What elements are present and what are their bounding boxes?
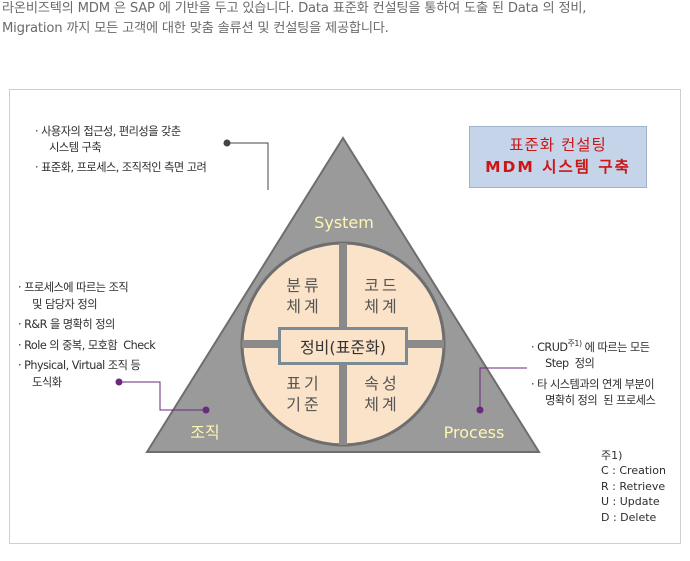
title-box-line-1: 표준화 컨설팅	[509, 136, 607, 154]
title-box-line-2: MDM 시스템 구축	[485, 158, 631, 176]
note-process-line: Step 정의	[539, 357, 595, 370]
connector-process-dot	[476, 406, 484, 414]
note-org-line: · R&R 을 명확히 정의	[18, 318, 115, 331]
label-process: Process	[444, 423, 505, 442]
legend-item: U : Update	[601, 495, 660, 509]
quadrant-attribute-l2: 체계	[364, 395, 399, 414]
connector-system-dot	[223, 139, 231, 147]
note-process: · CRUD주1) 에 따르는 모든 Step 정의 · 타 시스템과의 연계 …	[531, 339, 656, 409]
note-process-crud-line: · CRUD주1) 에 따르는 모든	[531, 339, 655, 356]
note-process-line: · 타 시스템과의 연계 부분이	[531, 378, 655, 391]
note-org-line: 도식화	[26, 375, 62, 389]
crud-prefix: · CRUD	[531, 341, 568, 354]
connector-process	[479, 367, 527, 410]
connector-org-dot-end	[202, 406, 210, 414]
center-box	[278, 327, 408, 365]
intro-text: 라온비즈텍의 MDM 은 SAP 에 기반을 두고 있습니다. Data 표준화…	[2, 0, 688, 39]
note-process-line: 명확히 정의 된 프로세스	[539, 394, 656, 407]
intro-line-2: Migration 까지 모든 고객에 대한 맞춤 솔류션 및 컨설팅을 제공합…	[2, 21, 389, 36]
crud-footnote-mark: 주1)	[567, 339, 583, 348]
crud-suffix: 에 따르는 모든	[581, 341, 650, 354]
quadrant-classification-l2: 체계	[286, 297, 321, 316]
note-system-line: · 사용자의 접근성, 편리성을 갖춘	[35, 125, 181, 138]
connector-system	[227, 142, 269, 190]
note-system-line: 시스템 구축	[43, 140, 102, 154]
legend-item: R : Retrieve	[601, 479, 666, 493]
connector-org	[119, 381, 206, 411]
title-box: 표준화 컨설팅 MDM 시스템 구축	[469, 126, 647, 188]
quadrant-classification-l1: 분류	[286, 276, 321, 295]
note-org-line: · Physical, Virtual 조직 등	[18, 359, 141, 372]
footnote-legend: 주1) C : Creation R : Retrieve U : Update…	[601, 448, 666, 525]
note-org-line: 및 담당자 정의	[26, 297, 97, 311]
quadrant-attribute-l1: 속성	[364, 374, 399, 393]
note-system: · 사용자의 접근성, 편리성을 갖춘 시스템 구축 · 표준화, 프로세스, …	[35, 124, 207, 176]
legend-item: C : Creation	[601, 464, 666, 478]
note-org-line: · 프로세스에 따르는 조직	[18, 281, 129, 294]
quadrant-notation-l1: 표기	[286, 374, 321, 393]
note-org-line: · Role 의 중복, 모호함 Check	[18, 338, 156, 352]
note-org: · 프로세스에 따르는 조직 및 담당자 정의 · R&R 을 명확히 정의 ·…	[18, 280, 156, 391]
label-org: 조직	[190, 423, 219, 442]
quadrant-code-l1: 코드	[364, 276, 399, 295]
note-system-line: · 표준화, 프로세스, 조직적인 측면 고려	[35, 161, 207, 174]
center-label: 정비(표준화)	[300, 338, 386, 357]
intro-line-1: 라온비즈텍의 MDM 은 SAP 에 기반을 두고 있습니다. Data 표준화…	[2, 1, 587, 16]
quadrant-code-l2: 체계	[364, 297, 399, 316]
legend-title: 주1)	[601, 449, 623, 462]
quadrant-notation-l2: 기준	[286, 395, 321, 414]
connector-org-dot-start	[115, 378, 123, 386]
legend-item: D : Delete	[601, 510, 657, 524]
label-system: System	[314, 213, 374, 232]
